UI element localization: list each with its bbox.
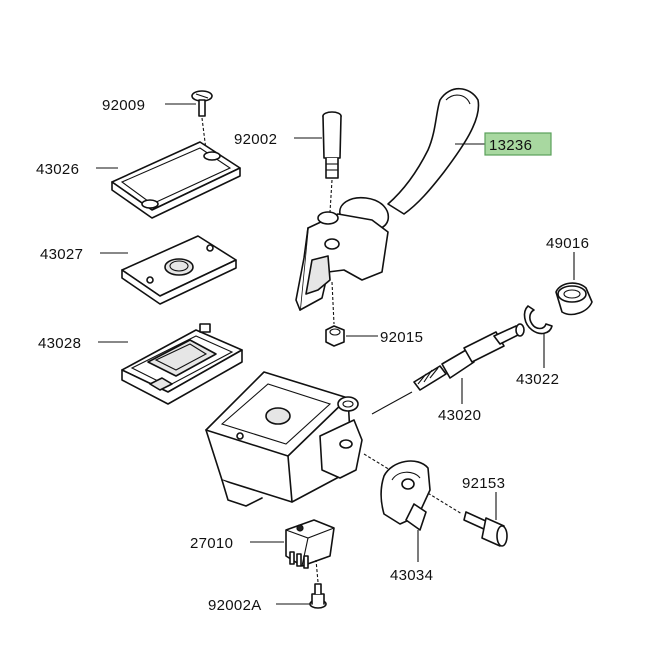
bolt-92153[interactable] <box>463 511 508 547</box>
svg-text:92153: 92153 <box>462 475 505 492</box>
switch-27010[interactable] <box>285 519 335 569</box>
svg-text:43020: 43020 <box>438 407 481 424</box>
label-43022: 43022 <box>516 334 559 388</box>
label-92002A: 92002A <box>208 597 310 614</box>
label-43027: 43027 <box>40 246 128 263</box>
label-43034: 43034 <box>390 530 433 584</box>
svg-text:92015: 92015 <box>380 329 423 346</box>
svg-text:43022: 43022 <box>516 371 559 388</box>
brake-lever-13236[interactable] <box>295 87 480 311</box>
label-27010: 27010 <box>190 535 284 552</box>
label-92153: 92153 <box>462 475 505 520</box>
pivot-bolt-92002[interactable] <box>322 111 342 179</box>
plate-43027[interactable] <box>121 235 237 305</box>
label-43028: 43028 <box>38 335 128 352</box>
svg-text:92002A: 92002A <box>208 597 262 614</box>
clamp-43034[interactable] <box>380 460 431 531</box>
nut-92015[interactable] <box>325 325 345 347</box>
piston-43020[interactable] <box>413 323 525 391</box>
label-92002: 92002 <box>234 131 322 148</box>
screw-92009[interactable] <box>191 90 213 117</box>
label-43026: 43026 <box>36 161 118 178</box>
label-49016: 49016 <box>546 235 589 280</box>
label-13236: 13236 <box>455 132 552 156</box>
label-92009: 92009 <box>102 97 196 114</box>
highlight-box <box>484 132 552 156</box>
screw-92002A[interactable] <box>309 583 327 609</box>
svg-text:49016: 49016 <box>546 235 589 252</box>
svg-text:43026: 43026 <box>36 161 79 178</box>
svg-text:43034: 43034 <box>390 567 433 584</box>
svg-text:43027: 43027 <box>40 246 83 263</box>
label-43020: 43020 <box>438 378 481 424</box>
svg-text:92002: 92002 <box>234 131 277 148</box>
svg-text:92009: 92009 <box>102 97 145 114</box>
label-92015: 92015 <box>346 329 423 346</box>
reservoir-cap-43026[interactable] <box>111 141 241 219</box>
master-cylinder-body[interactable] <box>205 371 363 507</box>
svg-text:13236: 13236 <box>489 137 532 154</box>
svg-text:43028: 43028 <box>38 335 81 352</box>
diaphragm-43028[interactable] <box>121 323 243 405</box>
dust-boot-49016[interactable] <box>555 282 593 316</box>
circlip-43022[interactable] <box>523 305 553 335</box>
svg-text:27010: 27010 <box>190 535 233 552</box>
